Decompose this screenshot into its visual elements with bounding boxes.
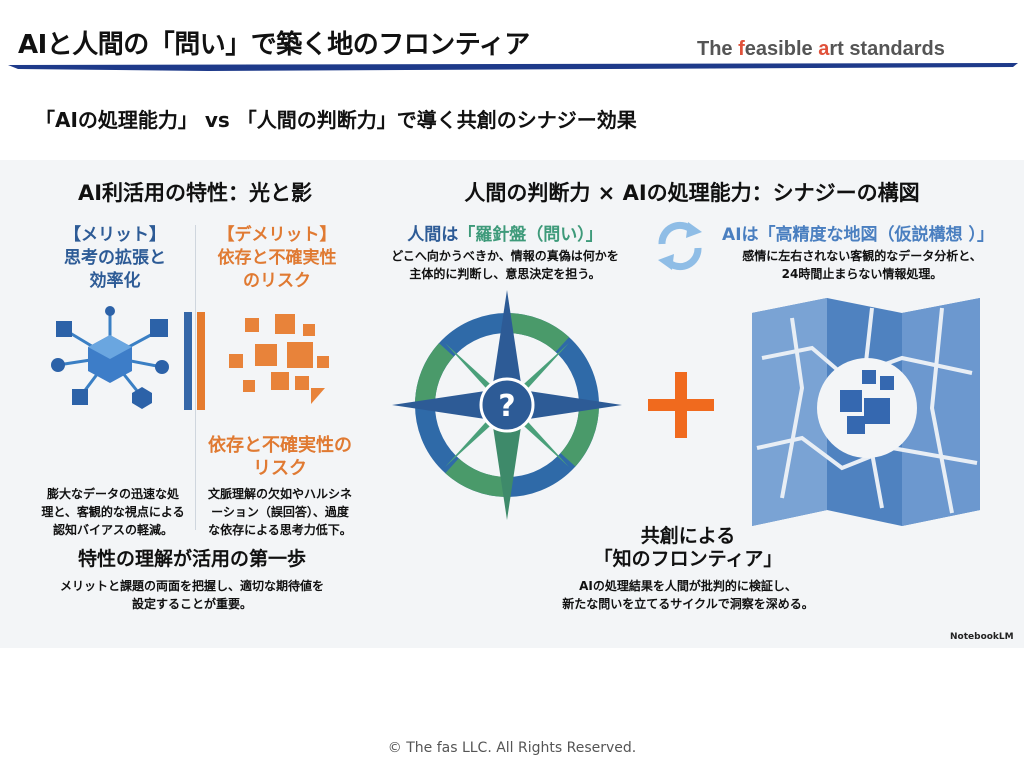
fragmented-blocks-icon <box>229 314 329 404</box>
map-icon <box>752 298 980 526</box>
brand-logo: The feasible art standards <box>697 38 945 60</box>
demerit-subheading: 依存と不確実性のリスク <box>208 435 352 479</box>
network-cube-icon <box>51 306 169 409</box>
summary-title: 特性の理解が活用の第一歩 <box>77 548 307 570</box>
result-heading: 共創による「知のフロンティア」 <box>593 525 783 570</box>
ai-description: 感情に左右されない客観的なデータ分析と、24時間止まらない情報処理。 <box>742 249 982 281</box>
summary-description: メリットと課題の両面を把握し、適切な期待値を設定することが重要。 <box>59 579 325 611</box>
cycle-arrows-icon <box>658 221 702 271</box>
ai-heading: AIは「高精度な地図（仮説構想 ）」 <box>722 225 994 245</box>
demerit-heading: 【デメリット】依存と不確実性のリスク <box>217 225 337 291</box>
left-section-title: AI利活用の特性：光と影 <box>77 181 313 205</box>
slide-subtitle: 「AIの処理能力」 vs 「人間の判断力」で導く共創のシナジー効果 <box>35 108 637 132</box>
copyright-footer: © The fas LLC. All Rights Reserved. <box>387 740 637 756</box>
demerit-description: 文脈理解の欠如やハルシネーション（誤回答）、過度な依存による思考力低下。 <box>207 487 353 537</box>
notebooklm-watermark: NotebookLM <box>950 632 1014 642</box>
column-divider <box>195 225 196 530</box>
merit-bar <box>184 312 192 410</box>
plus-icon <box>648 372 714 438</box>
right-section-title: 人間の判断力 × AIの処理能力：シナジーの構図 <box>464 181 920 205</box>
result-description: AIの処理結果を人間が批判的に検証し、新たな問いを立てるサイクルで洞察を深める。 <box>562 579 814 611</box>
svg-text:?: ? <box>498 389 515 424</box>
human-heading: 人間は「羅針盤（問い）」 <box>407 225 603 245</box>
merit-description: 膨大なデータの迅速な処理と、客観的な視点による認知バイアスの軽減。 <box>41 487 185 537</box>
human-description: どこへ向かうべきか、情報の真偽は何かを主体的に判断し、意思決定を担う。 <box>391 249 619 281</box>
slide-title: AIと人間の「問い」で築く地のフロンティア <box>18 30 530 60</box>
brush-stroke-divider <box>8 63 1018 71</box>
demerit-bar <box>197 312 205 410</box>
merit-heading: 【メリット】思考の拡張と効率化 <box>64 225 166 291</box>
compass-icon: ? <box>392 290 622 520</box>
